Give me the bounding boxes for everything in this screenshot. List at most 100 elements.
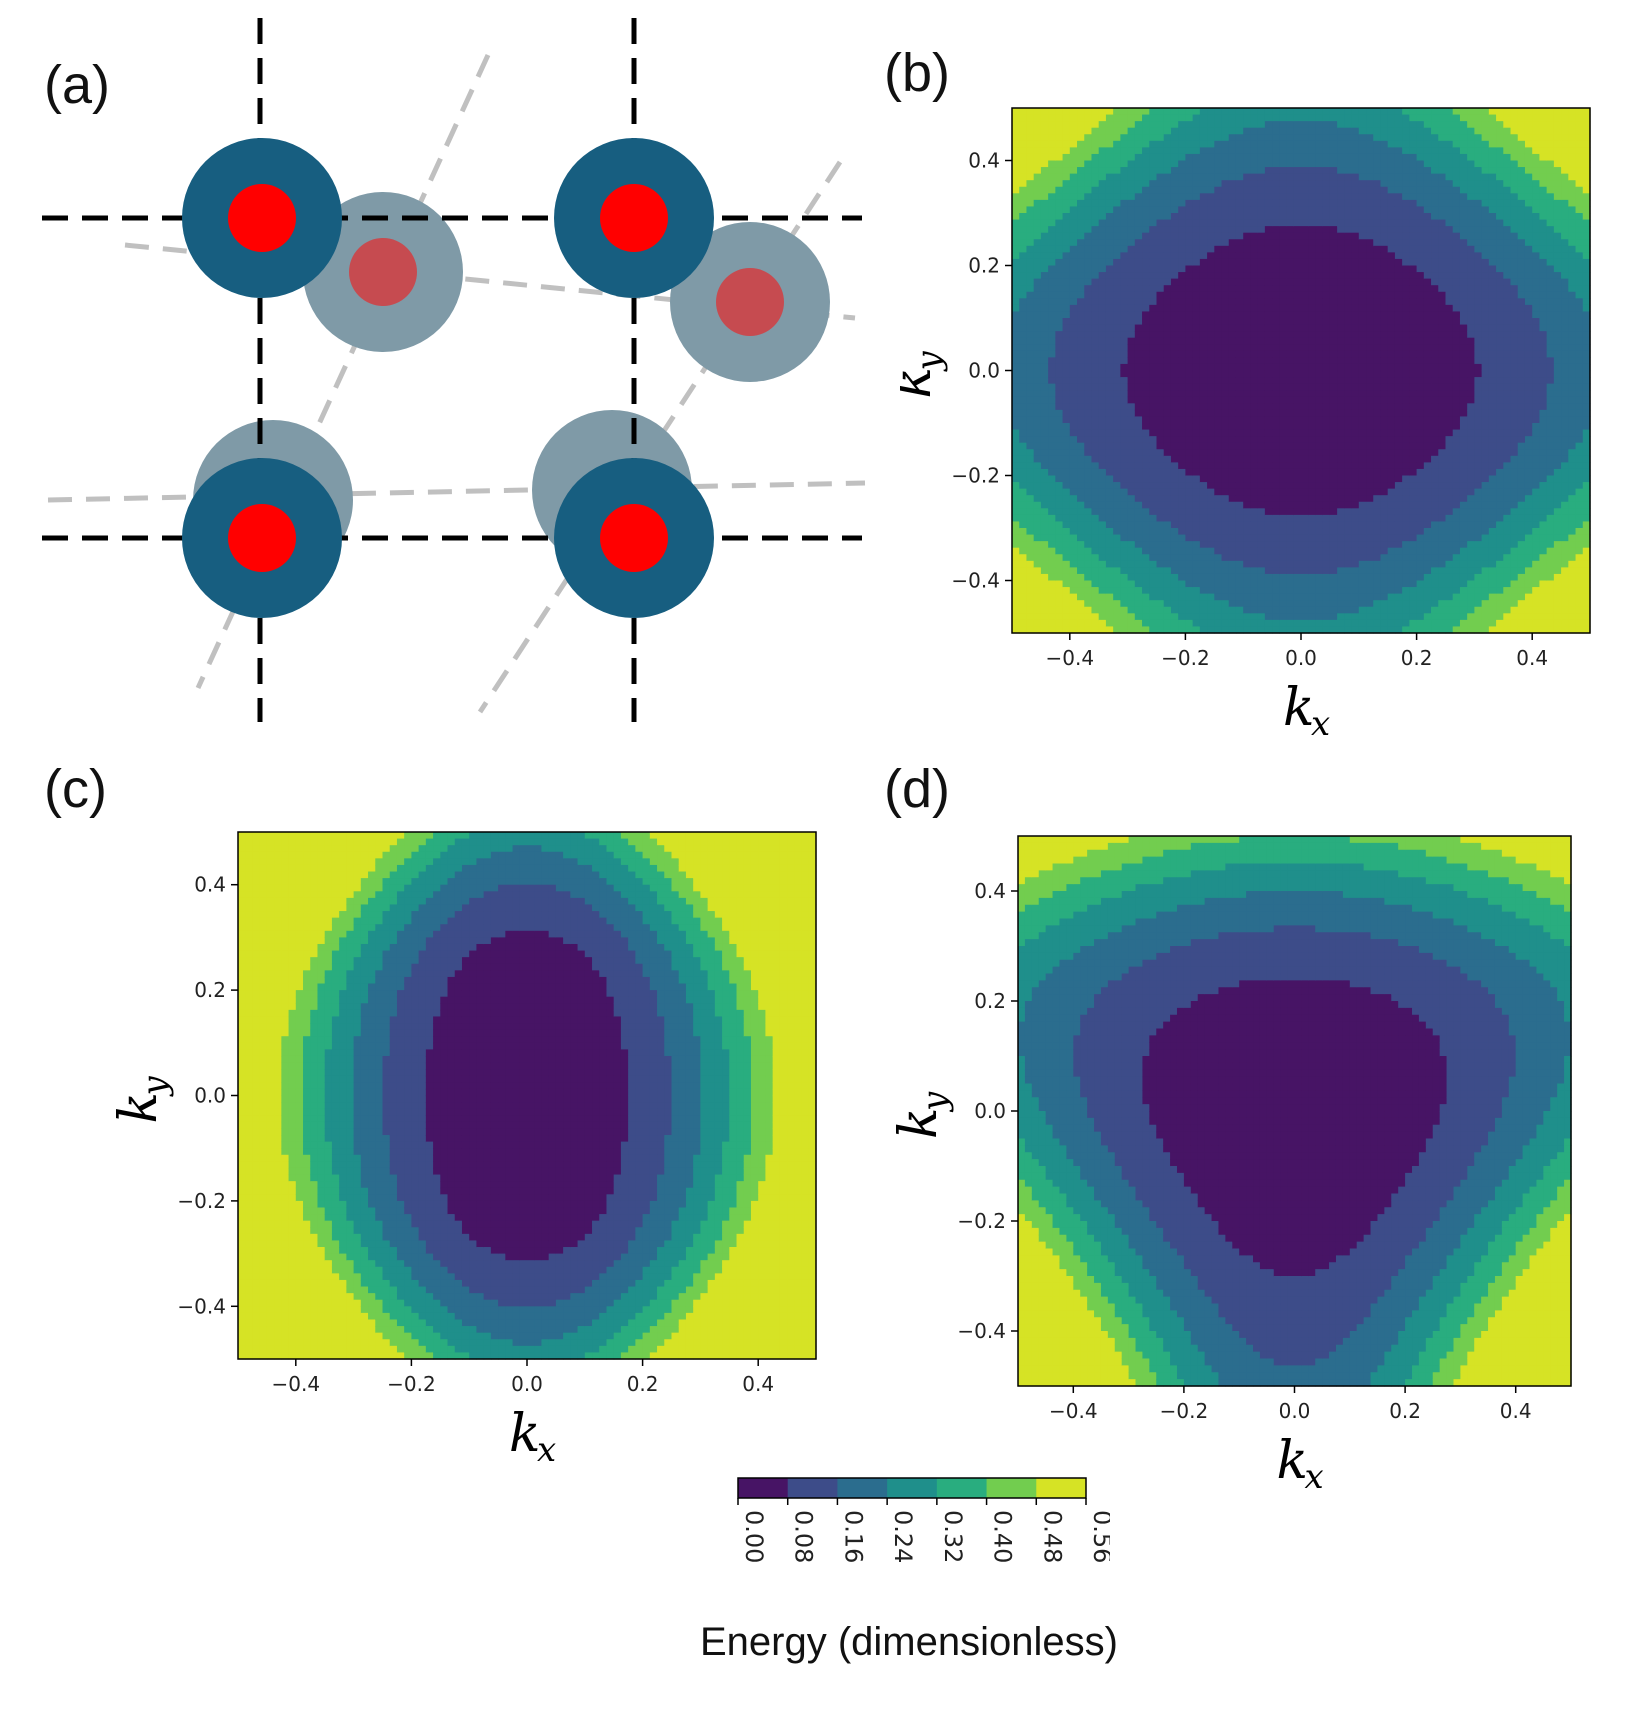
- contour-cell: [1243, 258, 1252, 267]
- contour-cell: [1322, 534, 1331, 542]
- contour-cell: [1077, 580, 1085, 588]
- contour-cell: [1221, 606, 1230, 614]
- contour-cell: [1308, 357, 1317, 365]
- contour-cell: [1250, 554, 1259, 562]
- contour-cell: [1416, 232, 1425, 240]
- contour-cell: [1235, 311, 1244, 319]
- contour-cell: [1199, 488, 1208, 496]
- contour-cell: [1423, 304, 1432, 313]
- contour-cell: [1040, 534, 1049, 542]
- contour-cell: [1279, 180, 1288, 188]
- lattice-atom-core: [600, 184, 668, 252]
- contour-cell: [1351, 396, 1360, 404]
- contour-cell: [1445, 449, 1454, 457]
- contour-cell: [1199, 167, 1208, 175]
- contour-cell: [1091, 514, 1100, 523]
- contour-cell: [1033, 468, 1042, 477]
- contour-cell: [1228, 396, 1237, 404]
- contour-cell: [1344, 232, 1353, 240]
- contour-cell: [1192, 219, 1201, 227]
- contour-cell: [1322, 475, 1331, 483]
- contour-cell: [1438, 626, 1447, 634]
- contour-cell: [1026, 455, 1035, 463]
- contour-cell: [1142, 272, 1150, 280]
- contour-cell: [1315, 436, 1324, 444]
- contour-cell: [1272, 318, 1280, 326]
- contour-cell: [1301, 121, 1309, 129]
- contour-cell: [1040, 508, 1049, 516]
- contour-cell: [1178, 331, 1186, 339]
- contour-cell: [1329, 619, 1338, 628]
- contour-cell: [1373, 350, 1382, 358]
- contour-cell: [1366, 606, 1374, 614]
- contour-cell: [1048, 219, 1056, 227]
- contour-cell: [1019, 528, 1028, 536]
- contour-cell: [1293, 134, 1302, 142]
- contour-cell: [1243, 331, 1252, 339]
- contour-cell: [1322, 331, 1331, 339]
- contour-cell: [1026, 436, 1035, 444]
- contour-cell: [1416, 455, 1425, 463]
- contour-cell: [1142, 344, 1150, 352]
- contour-cell: [1394, 318, 1403, 326]
- contour-cell: [1207, 468, 1215, 477]
- contour-cell: [1344, 318, 1353, 326]
- contour-cell: [1431, 167, 1439, 175]
- contour-cell: [1207, 587, 1215, 595]
- contour-cell: [1185, 409, 1194, 418]
- contour-cell: [1416, 619, 1425, 628]
- contour-cell: [1264, 541, 1273, 549]
- contour-cell: [1192, 468, 1201, 477]
- contour-cell: [1084, 521, 1093, 529]
- contour-cell: [1069, 298, 1078, 306]
- contour-cell: [1322, 390, 1331, 398]
- contour-cell: [1091, 291, 1100, 299]
- contour-cell: [1272, 108, 1280, 116]
- contour-cell: [1293, 521, 1302, 529]
- contour-cell: [1387, 495, 1396, 503]
- contour-cell: [1134, 619, 1143, 628]
- contour-cell: [1120, 206, 1129, 214]
- contour-cell: [1019, 587, 1028, 595]
- contour-cell: [1431, 468, 1439, 477]
- contour-cell: [1134, 153, 1143, 162]
- contour-cell: [1257, 475, 1266, 483]
- contour-cell: [1040, 567, 1049, 575]
- contour-cell: [1077, 383, 1085, 391]
- contour-cell: [1012, 593, 1020, 601]
- contour-cell: [1272, 265, 1280, 273]
- contour-cell: [1387, 449, 1396, 457]
- contour-cell: [1452, 436, 1461, 444]
- contour-cell: [1048, 291, 1056, 299]
- contour-cell: [1402, 245, 1410, 253]
- contour-cell: [1431, 245, 1439, 253]
- contour-cell: [1402, 626, 1410, 634]
- contour-cell: [1337, 593, 1345, 601]
- contour-cell: [1192, 252, 1201, 260]
- contour-cell: [1337, 291, 1345, 299]
- contour-cell: [1156, 127, 1165, 135]
- contour-cell: [1077, 173, 1085, 181]
- contour-cell: [1286, 331, 1295, 339]
- contour-cell: [1250, 213, 1259, 221]
- contour-cell: [1315, 298, 1324, 306]
- contour-cell: [1380, 265, 1389, 273]
- contour-cell: [1199, 350, 1208, 358]
- contour-cell: [1366, 449, 1374, 457]
- contour-cell: [1105, 291, 1114, 299]
- contour-cell: [1105, 167, 1114, 175]
- contour-cell: [1185, 331, 1194, 339]
- contour-cell: [1308, 495, 1317, 503]
- contour-cell: [1235, 114, 1244, 122]
- contour-cell: [1394, 272, 1403, 280]
- contour-cell: [1048, 501, 1056, 509]
- contour-cell: [1373, 482, 1382, 490]
- contour-cell: [1192, 409, 1201, 418]
- contour-cell: [1127, 199, 1136, 208]
- contour-cell: [1069, 619, 1078, 628]
- contour-cell: [1214, 573, 1223, 582]
- contour-cell: [1358, 567, 1367, 575]
- contour-cell: [1084, 606, 1093, 614]
- contour-cell: [1149, 206, 1158, 214]
- contour-cell: [1329, 272, 1338, 280]
